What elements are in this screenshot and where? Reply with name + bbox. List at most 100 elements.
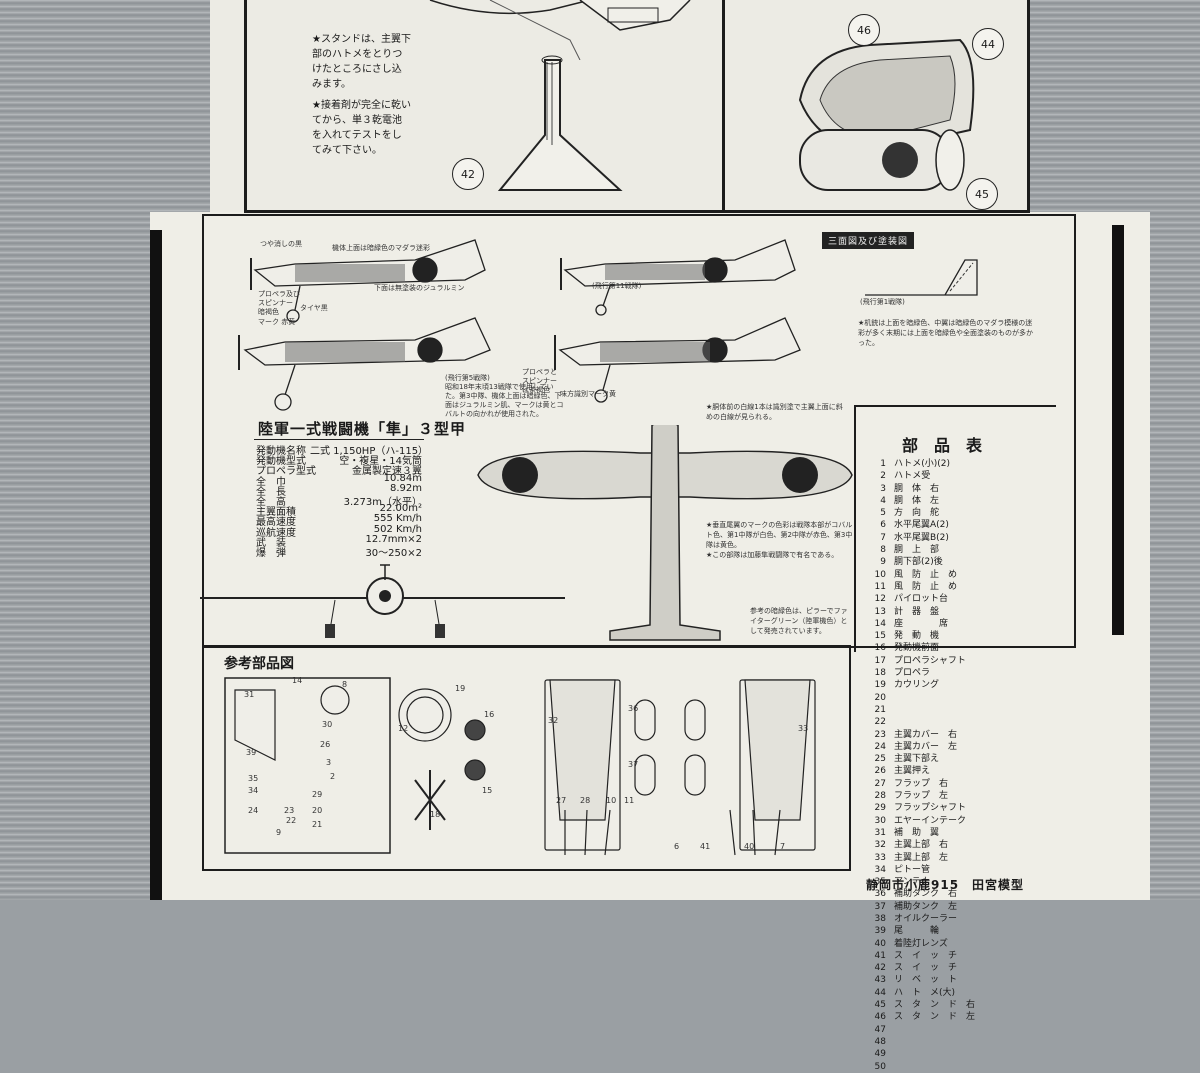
reference-part-label: 30 bbox=[322, 720, 333, 729]
part-number: 17 bbox=[874, 655, 886, 666]
part-number: 47 bbox=[874, 1024, 886, 1035]
spec-key: 武 装 bbox=[256, 537, 286, 549]
parts-row: 3 胴 体 右 bbox=[868, 483, 975, 495]
reference-part-label: 27 bbox=[556, 796, 567, 805]
part-name: 風 防 止 め bbox=[894, 581, 958, 592]
parts-row: 21 bbox=[868, 704, 975, 716]
spec-key: 主翼面積 bbox=[256, 507, 296, 519]
parts-table-frame bbox=[854, 405, 1056, 652]
part-number: 13 bbox=[874, 606, 886, 617]
part-number: 36 bbox=[874, 889, 886, 900]
note-group: プロペラと スピンナー は茶褐色 bbox=[522, 368, 557, 394]
part-number: 39 bbox=[874, 926, 886, 937]
spec-value: 3.273m（水平） bbox=[343, 497, 422, 508]
part-name: 胴下部(2)後 bbox=[894, 557, 943, 568]
part-number: 43 bbox=[874, 975, 886, 986]
aircraft-name: 陸軍一式戦闘機「隼」３型甲 bbox=[258, 420, 467, 438]
part-name: 補助タンク 右 bbox=[894, 889, 958, 900]
parts-row: 22 bbox=[868, 716, 975, 728]
reference-part-label: 9 bbox=[276, 828, 282, 837]
part-number: 30 bbox=[874, 815, 886, 826]
reference-part-label: 10 bbox=[606, 796, 617, 805]
three-view-heading: 三面図及び塗装図 bbox=[822, 232, 915, 249]
note: (飛行第1戦隊) bbox=[860, 298, 905, 306]
note: (飛行第5戦隊) bbox=[445, 374, 490, 382]
part-name: 主翼カバー 左 bbox=[894, 741, 958, 752]
part-number: 6 bbox=[880, 520, 886, 531]
part-name: 胴 体 右 bbox=[894, 483, 940, 494]
reference-part-label: 21 bbox=[312, 820, 323, 829]
part-number: 15 bbox=[874, 631, 886, 642]
part-number-badge: 42 bbox=[452, 158, 484, 190]
part-number: 49 bbox=[874, 1049, 886, 1060]
part-number: 37 bbox=[874, 901, 886, 912]
part-number: 33 bbox=[874, 852, 886, 863]
part-name: 胴 上 部 bbox=[894, 545, 940, 556]
note: タイヤ黒 bbox=[300, 304, 328, 312]
part-name: 発 動 機 bbox=[894, 631, 940, 642]
part-name: パイロット台 bbox=[894, 594, 949, 605]
three-view-panel bbox=[202, 214, 1076, 648]
note: 味方識別マーク黄 bbox=[560, 390, 616, 398]
glue-instruction: ★接着剤が完全に乾い てから、単３乾電池 を入れてテストをし てみて下さい。 bbox=[312, 100, 411, 156]
part-name: ス イ ッ チ bbox=[894, 950, 958, 961]
spec-row: プロペラ型式金属製定速３翼 bbox=[256, 462, 422, 477]
part-number-badge: 45 bbox=[966, 178, 998, 210]
part-name: 着陸灯レンズ bbox=[894, 938, 948, 949]
parts-row: 49 bbox=[868, 1048, 975, 1060]
reference-part-label: 36 bbox=[628, 704, 639, 713]
reference-part-label: 26 bbox=[320, 740, 331, 749]
plane-top-illustration bbox=[429, 0, 691, 60]
battery-illustration bbox=[798, 38, 975, 191]
reference-part-label: 41 bbox=[700, 842, 711, 851]
spec-value: 10.84m bbox=[383, 472, 422, 484]
reference-part-label: 11 bbox=[624, 796, 635, 805]
part-name: ハトメ受 bbox=[894, 471, 931, 482]
part-number: 41 bbox=[874, 950, 886, 961]
reference-part-label: 28 bbox=[580, 796, 591, 805]
part-name: ス タ ン ド 右 bbox=[894, 1000, 976, 1011]
page-border-left bbox=[150, 230, 162, 900]
squadron-caption: 昭和18年末頃13戦隊で使用していた。第3中隊、機体上面は暗緑色、下面はジュラル… bbox=[445, 383, 564, 418]
part-number: 42 bbox=[874, 963, 886, 974]
spec-value: 555 Km/h bbox=[373, 513, 422, 525]
part-name: フラップ 左 bbox=[894, 791, 949, 802]
part-name: 水平尾翼A(2) bbox=[894, 520, 949, 531]
reference-part-label: 6 bbox=[674, 842, 680, 851]
part-number: 26 bbox=[874, 766, 886, 777]
reference-part-label: 40 bbox=[744, 842, 755, 851]
note: マーク 赤黄 bbox=[258, 318, 296, 326]
parts-row: 15 発 動 機 bbox=[868, 630, 975, 642]
parts-row: 50 bbox=[868, 1061, 975, 1073]
part-number: 34 bbox=[874, 864, 886, 875]
part-number: 29 bbox=[874, 803, 886, 814]
part-number: 3 bbox=[880, 483, 886, 494]
part-name: 補 助 翼 bbox=[894, 827, 940, 838]
reference-part-label: 29 bbox=[312, 790, 323, 799]
